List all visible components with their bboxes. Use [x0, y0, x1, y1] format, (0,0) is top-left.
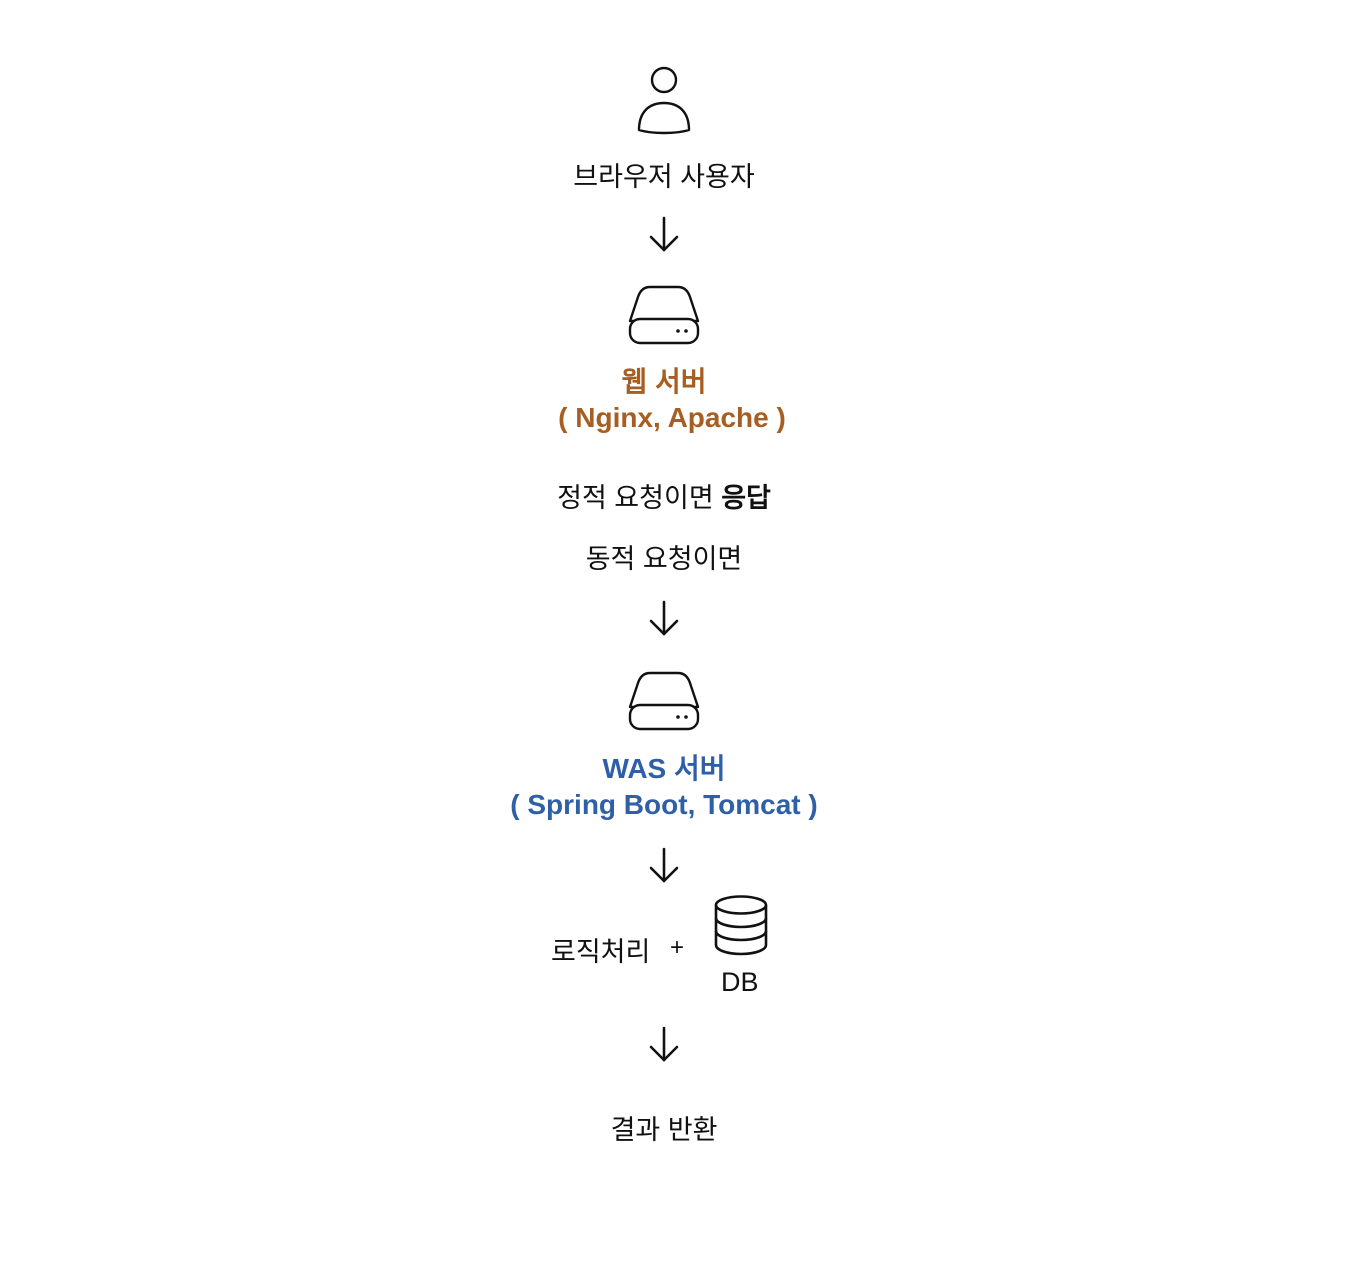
- was-server-subtitle: ( Spring Boot, Tomcat ): [510, 789, 818, 820]
- web-server-icon: [628, 285, 700, 345]
- logic-label: 로직처리: [551, 937, 651, 967]
- arrow-down-icon: [649, 1026, 679, 1062]
- web-server-subtitle: ( Nginx, Apache ): [558, 402, 786, 433]
- static-request-emphasis: 응답: [721, 483, 771, 513]
- arrow-down-icon: [649, 847, 679, 883]
- user-icon: [637, 66, 691, 135]
- arrow-down-icon: [649, 600, 679, 636]
- database-icon: [714, 895, 768, 956]
- dynamic-request-text: 동적 요청이면: [585, 544, 743, 574]
- db-label: DB: [721, 967, 759, 997]
- web-server-title: 웹 서버: [621, 366, 707, 397]
- static-request-label: 정적 요청이면: [557, 483, 714, 513]
- result-label: 결과 반환: [610, 1115, 718, 1145]
- was-server-icon: [628, 671, 700, 731]
- plus-sign: +: [670, 934, 685, 961]
- user-label: 브라우저 사용자: [573, 162, 755, 192]
- was-server-title: WAS 서버: [602, 753, 726, 784]
- arrow-down-icon: [649, 216, 679, 252]
- static-request-text: 정적 요청이면 응답: [0, 476, 1328, 515]
